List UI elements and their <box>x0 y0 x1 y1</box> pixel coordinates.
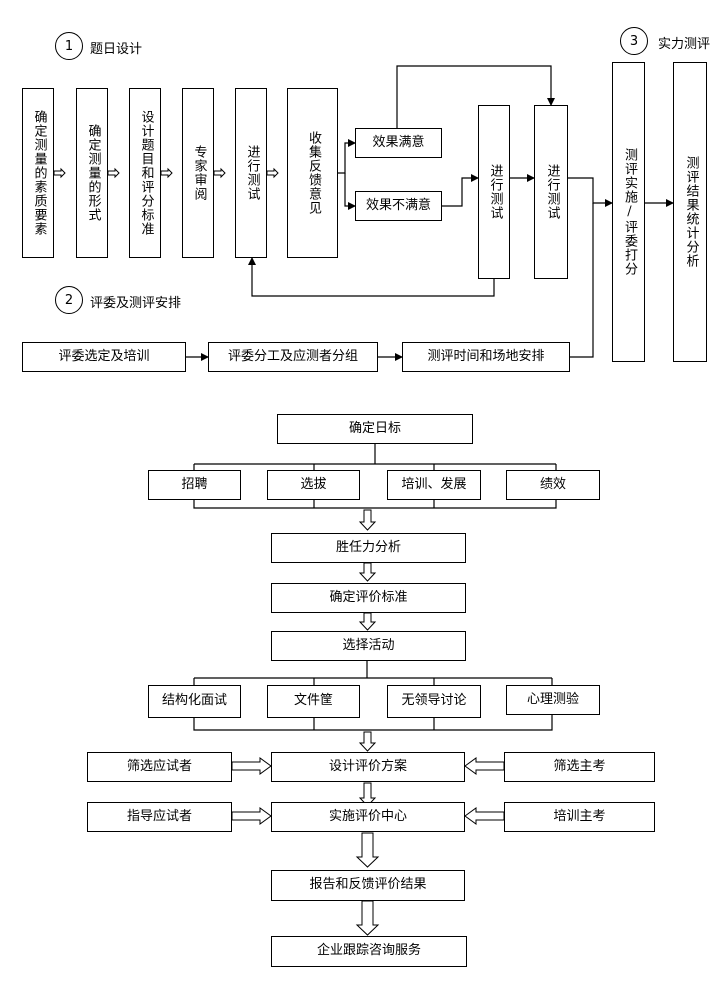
box-purpose-training: 培训、发展 <box>387 470 481 500</box>
line-retest-feedback <box>248 257 495 297</box>
step-conduct-test: 进行测试 <box>235 88 267 258</box>
box-consulting-service: 企业跟踪咨询服务 <box>271 936 467 967</box>
box-screen-examiners: 筛选主考 <box>504 752 655 782</box>
hollow-down-2 <box>358 562 377 582</box>
box-report-feedback: 报告和反馈评价结果 <box>271 870 465 901</box>
hollow-arrow-3 <box>160 167 173 179</box>
hollow-down-4 <box>358 731 377 752</box>
box-guide-candidates: 指导应试者 <box>87 802 232 832</box>
box-unsatisfied: 效果不满意 <box>355 191 442 221</box>
box-competency-analysis: 胜任力分析 <box>271 533 466 563</box>
box-leaderless-discussion: 无领导讨论 <box>387 685 481 718</box>
box-implement-center: 实施评价中心 <box>271 802 465 832</box>
hollow-right-1 <box>231 757 272 775</box>
section-1-title: 题日设计 <box>90 42 143 57</box>
tree-activities-merge <box>193 715 553 731</box>
tree-activities <box>193 661 553 685</box>
hollow-arrow-5 <box>266 167 279 179</box>
line-unsatisfied-to-retest <box>442 174 479 207</box>
line-to-unsatisfied <box>344 173 356 210</box>
box-in-basket: 文件筐 <box>267 685 360 718</box>
box-judge-selection: 评委选定及培训 <box>22 342 186 372</box>
hollow-down-1 <box>358 509 377 531</box>
hollow-arrow-4 <box>213 167 226 179</box>
hollow-right-2 <box>231 807 272 825</box>
section-2-title: 评委及测评安排 <box>90 296 182 311</box>
step-define-qualities: 确定测量的素质要素 <box>22 88 54 258</box>
box-select-activity: 选择活动 <box>271 631 466 661</box>
line-satisfied-loop <box>396 65 555 128</box>
box-define-goal: 确定日标 <box>277 414 473 444</box>
step-expert-review: 专家审阅 <box>182 88 214 258</box>
section-1-number: 1 <box>55 32 83 60</box>
step-result-statistics: 测评结果统计分析 <box>673 62 707 362</box>
box-satisfied: 效果满意 <box>355 128 442 158</box>
tree-purposes-merge <box>193 500 557 509</box>
line-retest2-to-implement <box>568 177 613 207</box>
box-purpose-selection: 选拔 <box>267 470 360 500</box>
hollow-down-7 <box>355 900 380 936</box>
box-purpose-recruitment: 招聘 <box>148 470 241 500</box>
line-to-satisfied <box>338 139 356 174</box>
box-psych-test: 心理测验 <box>506 685 600 715</box>
hollow-down-6 <box>355 832 380 868</box>
hollow-left-2 <box>464 807 505 825</box>
step-retest-1: 进行测试 <box>478 105 510 279</box>
step-design-questions: 设计题目和评分标准 <box>129 88 161 258</box>
hollow-arrow-1 <box>53 167 66 179</box>
box-structured-interview: 结构化面试 <box>148 685 241 718</box>
tree-purposes <box>193 444 557 470</box>
hollow-left-1 <box>464 757 505 775</box>
step-define-form: 确定测量的形式 <box>76 88 108 258</box>
box-train-examiners: 培训主考 <box>504 802 655 832</box>
hollow-arrow-2 <box>107 167 120 179</box>
box-evaluation-criteria: 确定评价标准 <box>271 583 466 613</box>
line-schedule-to-implement <box>570 203 594 358</box>
box-screen-candidates: 筛选应试者 <box>87 752 232 782</box>
section-2-number: 2 <box>55 286 83 314</box>
step-implement-scoring: 测评实施/评委打分 <box>612 62 645 362</box>
section-3-number: 3 <box>620 27 648 55</box>
section-3-title: 实力测评 <box>658 37 711 52</box>
hollow-down-3 <box>358 612 377 631</box>
step-collect-feedback: 收集反馈意见 <box>287 88 338 258</box>
step-retest-2: 进行测试 <box>534 105 568 279</box>
box-time-venue: 测评时间和场地安排 <box>402 342 570 372</box>
box-purpose-performance: 绩效 <box>506 470 600 500</box>
box-design-plan: 设计评价方案 <box>271 752 465 782</box>
box-judge-grouping: 评委分工及应测者分组 <box>208 342 378 372</box>
